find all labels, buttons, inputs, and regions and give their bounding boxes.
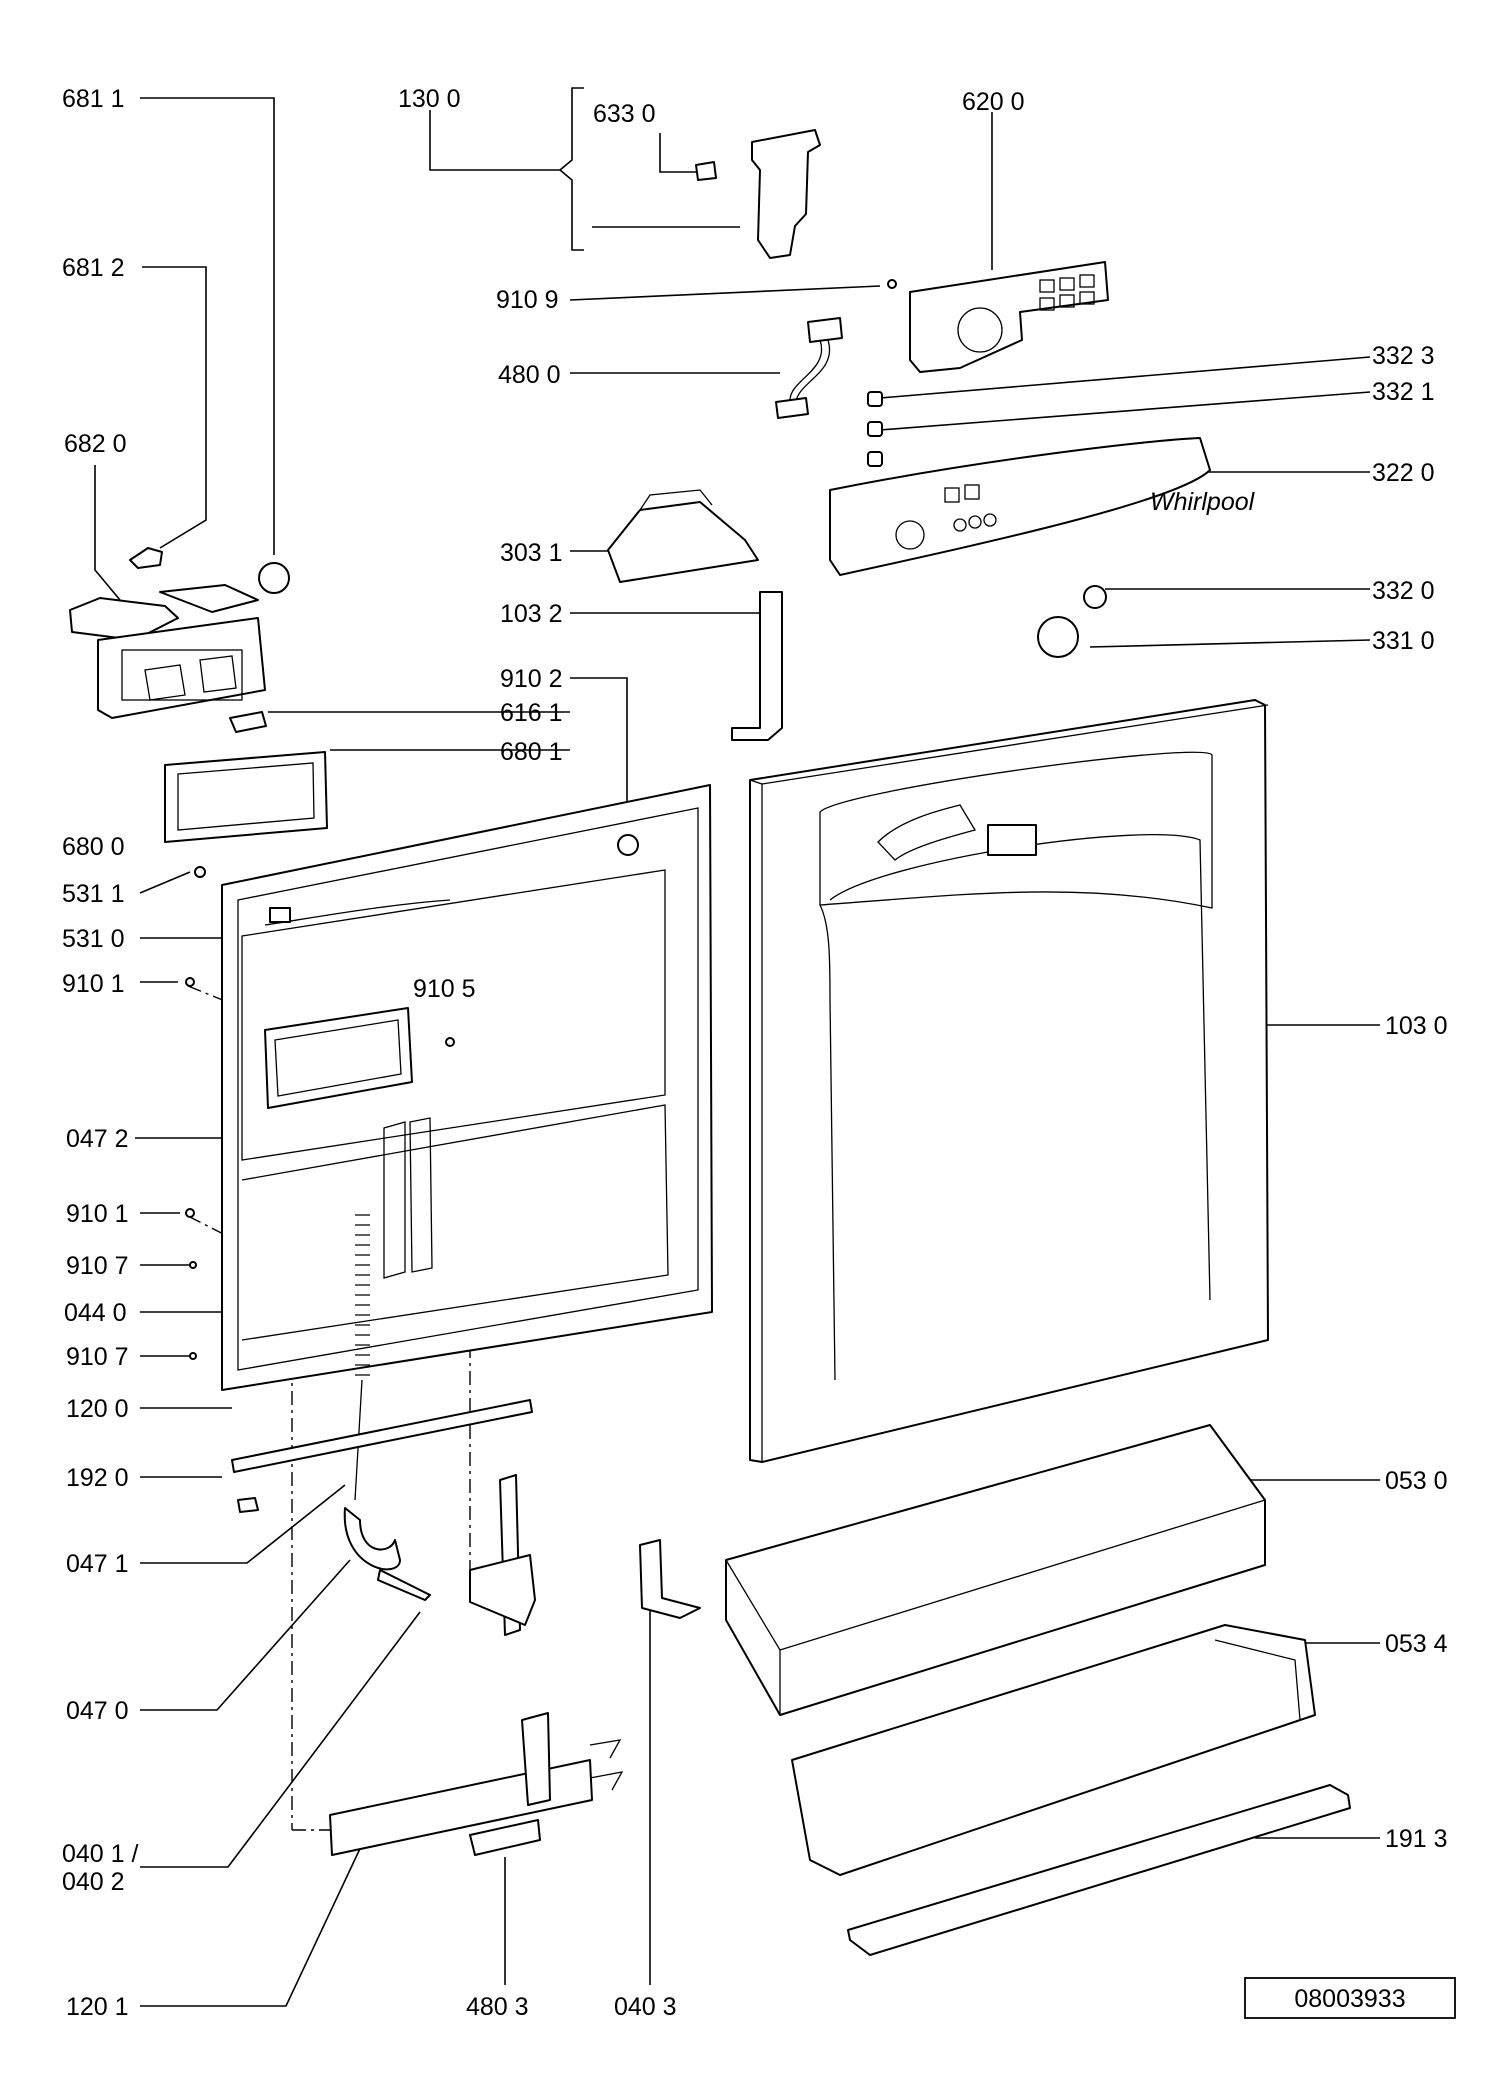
bracket-4803 — [521, 1712, 551, 1806]
label-6812: 681 2 — [62, 254, 125, 282]
label-0401: 040 1 / — [62, 1840, 139, 1868]
label-0472: 047 2 — [66, 1125, 129, 1153]
label-1032: 103 2 — [500, 600, 563, 628]
screw-9107-lower — [189, 1352, 197, 1360]
label-9107b: 910 7 — [66, 1343, 129, 1371]
toe-panel-0530 — [725, 1424, 1266, 1716]
bracket-0403 — [639, 1539, 701, 1619]
label-3031: 303 1 — [500, 539, 563, 567]
detergent-dispenser-group — [69, 547, 328, 878]
button-3321b — [867, 451, 883, 467]
screw-9109 — [887, 279, 897, 289]
label-1913: 191 3 — [1385, 1825, 1448, 1853]
handle-bracket — [731, 591, 783, 741]
wire-harness-plug — [807, 317, 843, 343]
control-panel-fascia — [829, 437, 1211, 576]
door-lock — [751, 129, 821, 259]
label-9107a: 910 7 — [66, 1252, 129, 1280]
label-0470: 047 0 — [66, 1697, 129, 1725]
drawing-number-block: 08003933 — [1244, 1977, 1456, 2019]
part-labels: 681 1 130 0 633 0 620 0 681 2 910 9 480 … — [62, 85, 1448, 2021]
label-6161: 616 1 — [500, 699, 563, 727]
label-9105: 910 5 — [413, 975, 476, 1003]
door-switch — [269, 907, 291, 923]
door-spring-hinge — [231, 1214, 536, 1636]
bottom-left-parts — [329, 1539, 701, 1856]
label-0530: 053 0 — [1385, 1467, 1448, 1495]
hinge-plate — [469, 1554, 536, 1626]
bottom-seal-1913 — [847, 1784, 1351, 1956]
knob-spring — [1083, 585, 1107, 609]
label-0403: 040 3 — [614, 1993, 677, 2021]
label-9101a: 910 1 — [62, 970, 125, 998]
label-1030: 103 0 — [1385, 1012, 1448, 1040]
screw-9101-upper — [185, 977, 195, 987]
outer-door-panel — [749, 699, 1269, 1463]
label-6800: 680 0 — [62, 833, 125, 861]
label-3321: 332 1 — [1372, 378, 1435, 406]
screw-9105 — [445, 1037, 455, 1047]
inner-door-panel — [221, 784, 713, 1391]
label-3220: 322 0 — [1372, 459, 1435, 487]
rinse-aid-cap — [258, 562, 290, 594]
dispenser-opening — [264, 1007, 413, 1109]
brand-script-text: Whirlpool — [1150, 488, 1256, 516]
label-9102: 910 2 — [500, 665, 563, 693]
label-0471: 047 1 — [66, 1550, 129, 1578]
outer-door — [749, 699, 1269, 1463]
lower-strip-1201 — [329, 1759, 593, 1856]
dispenser-lid-clip — [129, 547, 163, 569]
label-1201: 120 1 — [66, 1993, 129, 2021]
label-4800: 480 0 — [498, 361, 561, 389]
button-3321 — [867, 421, 883, 437]
fastener-9102 — [617, 834, 639, 856]
label-6801: 680 1 — [500, 738, 563, 766]
label-3323: 332 3 — [1372, 342, 1435, 370]
dispenser-seal-part — [229, 711, 267, 733]
label-0440: 044 0 — [64, 1299, 127, 1327]
screw-9101-lower — [185, 1208, 195, 1218]
label-1920: 192 0 — [66, 1464, 129, 1492]
label-3310: 331 0 — [1372, 627, 1435, 655]
label-5310: 531 0 — [62, 925, 125, 953]
dispenser-gasket — [164, 751, 328, 843]
screw-9107-upper — [189, 1261, 197, 1269]
inner-door — [185, 784, 713, 1391]
label-6811: 681 1 — [62, 85, 125, 113]
toe-kick-0534 — [791, 1624, 1316, 1876]
outer-door-handle-recess — [987, 824, 1037, 856]
dispenser-lid — [69, 597, 179, 641]
label-4803: 480 3 — [466, 1993, 529, 2021]
control-board — [909, 261, 1109, 373]
toe-kick-parts — [237, 1424, 1351, 1956]
label-9101b: 910 1 — [66, 1200, 129, 1228]
door-handle — [607, 501, 759, 583]
label-0534: 053 4 — [1385, 1630, 1448, 1658]
spring-hook — [343, 1507, 401, 1571]
label-3320: 332 0 — [1372, 577, 1435, 605]
control-parts: Whirlpool — [607, 129, 1256, 741]
knob — [1037, 616, 1079, 658]
label-0402: 040 2 — [62, 1868, 125, 1896]
bottom-rail — [231, 1399, 533, 1473]
label-1300: 130 0 — [398, 85, 461, 113]
button-3323 — [867, 391, 883, 407]
dispenser-body — [97, 617, 266, 719]
label-6820: 682 0 — [64, 430, 127, 458]
label-9109: 910 9 — [496, 286, 559, 314]
drawing-number: 08003933 — [1294, 1985, 1405, 2013]
label-5311: 531 1 — [62, 880, 125, 908]
label-1200: 120 0 — [66, 1395, 129, 1423]
microswitch — [695, 161, 717, 181]
screw-5311 — [194, 866, 206, 878]
label-6200: 620 0 — [962, 88, 1025, 116]
label-6330: 633 0 — [593, 100, 656, 128]
